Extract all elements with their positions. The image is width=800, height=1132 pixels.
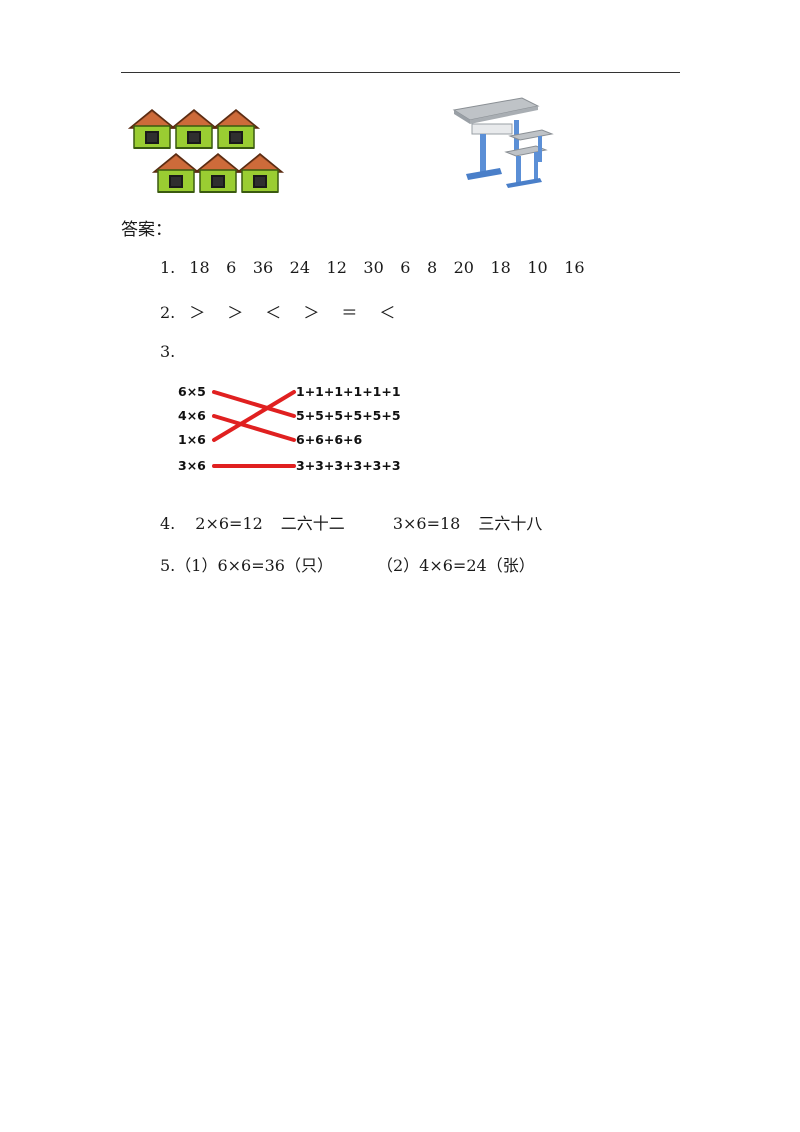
answer-1-value: 6 <box>400 258 411 277</box>
answer-1-number: 1. <box>160 258 176 277</box>
answer-2-symbol: ＞ <box>303 303 320 322</box>
match-line <box>212 414 296 442</box>
right-expr: 6+6+6+6 <box>296 432 363 447</box>
answer-5: 5. （1）6×6=36（只） （2）4×6=24（张） <box>160 552 535 576</box>
answer-2-symbol: ＜ <box>265 303 282 322</box>
answer-1-value: 8 <box>426 258 438 277</box>
answer-4-mnemonic: 二六十二 <box>280 514 345 533</box>
answer-4-number: 4. <box>160 514 176 533</box>
answer-4: 4. 2×6=12 二六十二 3×6=18 三六十八 <box>160 510 542 534</box>
answer-1-value: 10 <box>527 258 548 277</box>
left-expr: 6×5 <box>178 384 206 399</box>
answer-1-value: 6 <box>226 258 237 277</box>
left-expr: 1×6 <box>178 432 206 447</box>
answer-2-symbol: ＞ <box>189 303 206 322</box>
answer-5-number: 5. <box>160 556 176 575</box>
answer-1: 1. 18 6 36 24 12 30 6 8 20 18 10 16 <box>160 258 601 277</box>
answer-2-symbol: ＞ <box>227 303 244 322</box>
right-expr: 5+5+5+5+5+5 <box>296 408 401 423</box>
answer-1-value: 36 <box>252 258 274 277</box>
match-line <box>212 390 296 418</box>
answer-4-equation: 2×6=12 <box>195 514 263 533</box>
answer-1-value: 18 <box>189 258 210 277</box>
answer-1-value: 12 <box>326 258 347 277</box>
header-rule <box>121 72 680 73</box>
answer-1-value: 16 <box>564 258 585 277</box>
answer-2-number: 2. <box>160 303 176 322</box>
answer-1-value: 18 <box>490 258 511 277</box>
answer-1-value: 24 <box>289 258 311 277</box>
answer-4-equation: 3×6=18 <box>392 514 461 533</box>
matching-diagram: 6×5 4×6 1×6 3×6 1+1+1+1+1+1 5+5+5+5+5+5 … <box>178 384 401 473</box>
answer-1-value: 30 <box>363 258 384 277</box>
answer-4-mnemonic: 三六十八 <box>478 514 543 533</box>
answer-1-value: 20 <box>453 258 474 277</box>
left-expr: 4×6 <box>178 408 206 423</box>
answer-3-number: 3. <box>160 342 176 361</box>
desk-chair-illustration <box>452 97 554 188</box>
left-expr: 3×6 <box>178 458 206 473</box>
right-expr: 1+1+1+1+1+1 <box>296 384 401 399</box>
answer-5-part-1: （1）6×6=36（只） <box>175 556 333 575</box>
match-line <box>212 390 296 442</box>
houses-illustration <box>129 109 283 193</box>
answer-2-symbol: ＜ <box>379 303 396 322</box>
answer-title: 答案： <box>121 220 172 240</box>
answer-5-part-2: （2）4×6=24（张） <box>376 556 535 575</box>
right-expr: 3+3+3+3+3+3 <box>296 458 401 473</box>
answer-3: 3. <box>160 342 175 361</box>
answer-2: 2. ＞ ＞ ＜ ＞ ＝ ＜ <box>160 299 417 323</box>
answer-2-symbol: ＝ <box>341 303 358 322</box>
